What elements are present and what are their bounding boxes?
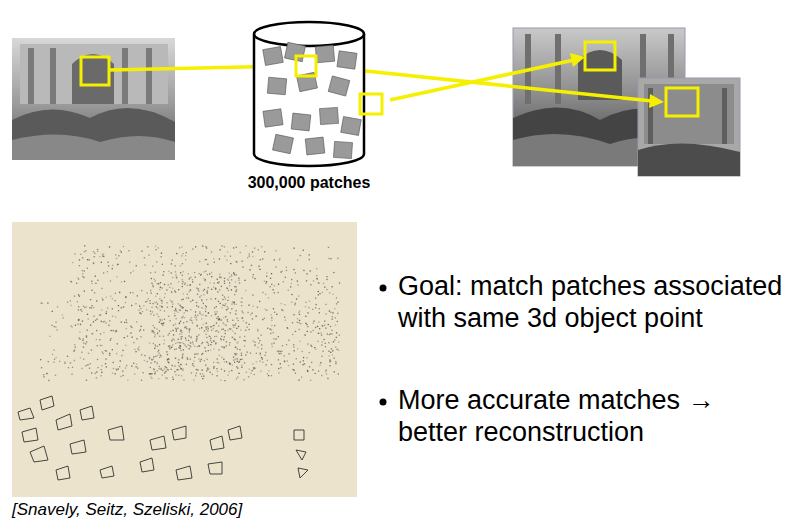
bullet-text: Goal: match patches associated with same…: [398, 270, 783, 334]
database-cylinder: [246, 18, 372, 168]
bullet-dot: [380, 399, 387, 406]
bullet-text: More accurate matches → better reconstru…: [398, 384, 783, 448]
citation: [Snavely, Seitz, Szeliski, 2006]: [12, 500, 392, 520]
match-arrow: [109, 53, 664, 108]
database-label: 300,000 patches: [242, 174, 376, 192]
patch-database: 300,000 patches: [242, 18, 376, 192]
point-cloud: [12, 222, 357, 497]
fountain-photo: [638, 78, 740, 176]
fountain-photo: [12, 38, 175, 160]
bullet-dot: [380, 285, 387, 292]
